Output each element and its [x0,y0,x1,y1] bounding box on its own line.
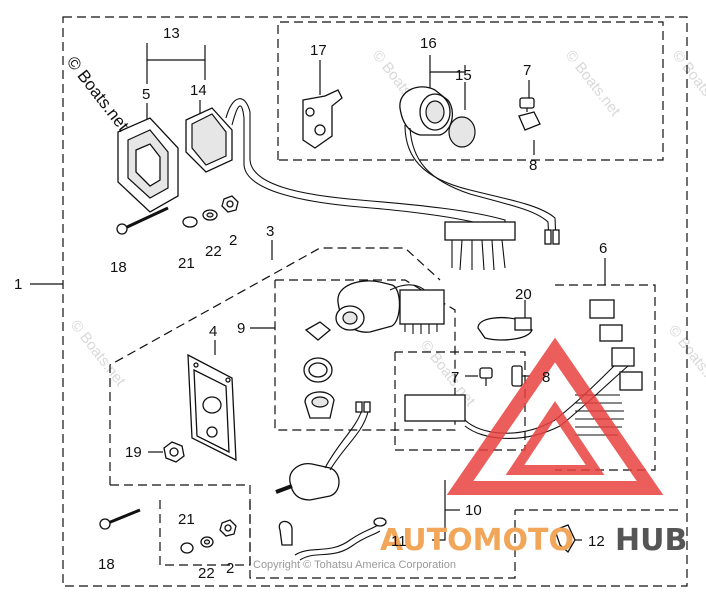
callout-21-lower: 21 [178,511,195,528]
callout-13: 13 [163,25,180,42]
callout-22-lower: 22 [198,565,215,582]
part-rubber-boot [185,98,506,240]
callout-18-upper: 18 [110,259,127,276]
part-screw-upper [116,206,169,235]
part-stop-switch [275,401,371,501]
callout-2-lower: 2 [226,560,234,577]
part-harness-connectors-upper [444,221,516,271]
callout-9: 9 [237,320,245,337]
callout-6: 6 [599,240,607,257]
callout-15: 15 [455,67,472,84]
callout-20: 20 [515,286,532,303]
watermark-faint-3: © Boats.net [67,317,129,390]
callout-1: 1 [14,276,22,293]
hardware-subframe [159,500,251,566]
part-washers-upper [182,195,239,228]
background-watermarks: © Boats.net © Boats.net © Boats.net © Bo… [67,47,706,410]
part-clip [554,524,576,554]
key-switch-subframe [277,21,664,161]
panel-subframe-base [110,484,251,500]
part-nut [163,441,185,463]
part-mounting-plate [117,117,179,213]
part-screw-sleeve-lower [479,365,523,387]
callout-2-upper: 2 [229,232,237,249]
callout-14: 14 [190,82,207,99]
automotohub-logo: AUTOMOTO HUB [380,337,687,558]
callout-19: 19 [125,444,142,461]
part-screw-sleeve-upper [518,97,541,131]
watermark-main: © Boats.net [63,53,133,135]
brand-automoto: AUTOMOTO [380,523,574,558]
callout-8-upper: 8 [529,157,537,174]
callout-10: 10 [465,502,482,519]
watermark-faint-6: © Boats.net [665,322,706,395]
callout-labels: 1 2 2 3 4 5 6 7 7 8 8 9 10 11 12 13 14 1… [14,25,607,582]
part-main-harness [404,299,643,439]
callout-8-lower: 8 [542,369,550,386]
callout-4: 4 [209,323,217,340]
callout-12: 12 [588,533,605,550]
brand-hub: HUB [615,523,687,558]
callout-3: 3 [266,223,274,240]
callout-17: 17 [310,42,327,59]
part-bracket [302,89,343,149]
part-washers-lower [180,519,237,554]
callout-16: 16 [420,35,437,52]
lower-subframe [249,500,516,579]
callout-22-upper: 22 [205,243,222,260]
callout-5: 5 [142,86,150,103]
part-cable-clamp [477,317,533,341]
callout-21-upper: 21 [178,255,195,272]
part-switch-panel [187,353,237,462]
assembly-frame [62,16,688,587]
part-lanyard [278,517,387,561]
part-key-cylinder [399,86,560,245]
callout-11: 11 [391,533,407,550]
callout-7-lower: 7 [451,369,459,386]
copyright-text: Copyright © Tohatsu America Corporation [253,559,456,571]
callout-18-lower: 18 [98,556,115,573]
callout-7-upper: 7 [523,62,531,79]
part-screw-lower [99,508,141,530]
watermark-faint-2: © Boats.net [562,47,624,120]
part-ignition-switch [335,280,445,334]
leader-lines [30,43,606,541]
part-key-and-ring [303,321,335,419]
